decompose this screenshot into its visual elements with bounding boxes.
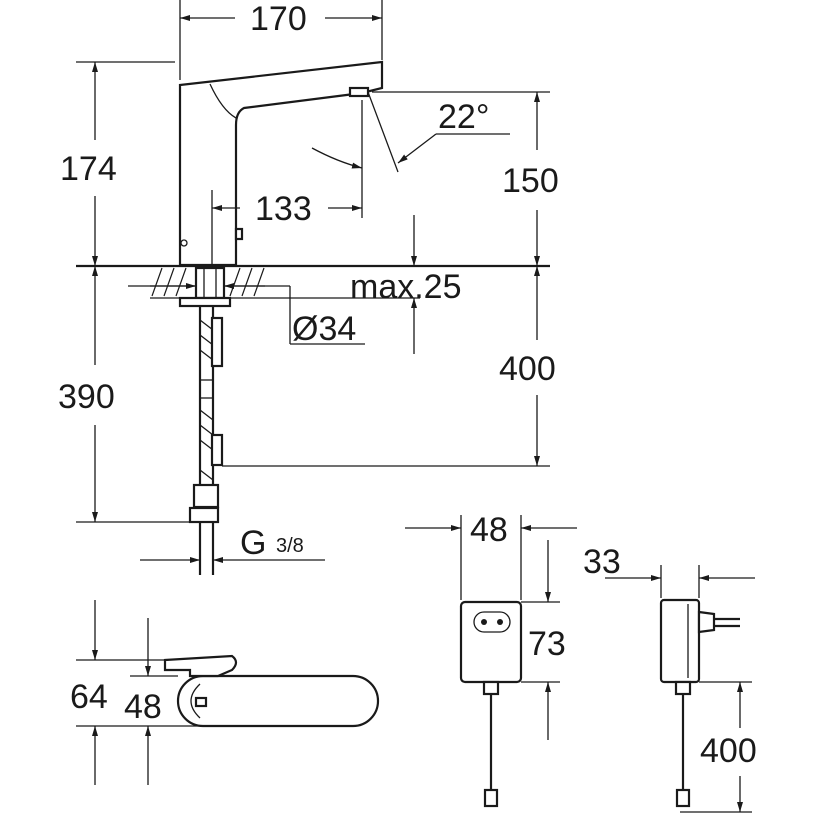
dim-hose-length: 400 xyxy=(499,350,556,388)
power-supply-front xyxy=(405,515,577,808)
dim-side-height-outer: 64 xyxy=(70,678,108,716)
dim-psu-height: 73 xyxy=(528,625,566,663)
hose-assembly xyxy=(188,306,224,575)
dim-psu-cable: 400 xyxy=(700,732,757,770)
dim-top-width: 170 xyxy=(250,0,307,38)
dim-side-height-inner: 48 xyxy=(124,688,162,726)
dim-psu-width: 48 xyxy=(470,511,508,549)
dim-spout-reach: 133 xyxy=(255,190,312,228)
dim-psu-depth: 33 xyxy=(583,543,621,581)
dim-height-left: 174 xyxy=(60,150,117,188)
dim-height-right: 150 xyxy=(502,162,559,200)
dim-hole-diameter: Ø34 xyxy=(292,310,356,348)
side-view xyxy=(76,600,380,785)
dim-max-thickness: max.25 xyxy=(350,268,462,306)
main-dimension-lines xyxy=(76,0,550,563)
dim-thread-fraction: 3/8 xyxy=(276,535,304,557)
dim-thread-main: G xyxy=(240,524,266,562)
dim-angle: 22° xyxy=(438,98,489,136)
power-supply-side xyxy=(605,565,755,813)
faucet-body xyxy=(178,60,384,267)
dim-below-depth: 390 xyxy=(58,378,115,416)
dimension-labels: 170 174 133 22° 150 max.25 Ø34 400 390 G… xyxy=(58,0,757,770)
